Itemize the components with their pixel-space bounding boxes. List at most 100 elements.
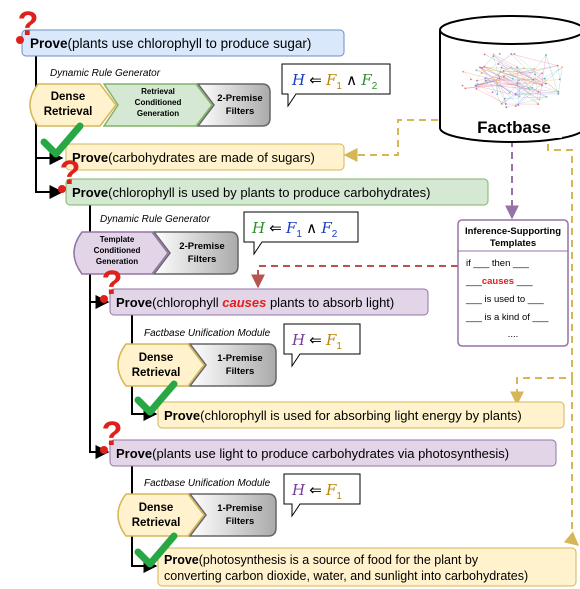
graph-edge xyxy=(501,98,506,105)
graph-node xyxy=(478,66,481,69)
graph-node xyxy=(481,66,484,69)
graph-node xyxy=(510,53,513,55)
graph-node xyxy=(541,72,544,75)
graph-node xyxy=(486,81,488,84)
svg-text:Prove(plants use chlorophyll t: Prove(plants use chlorophyll to produce … xyxy=(30,36,311,51)
graph-node xyxy=(491,91,494,94)
graph-node xyxy=(461,84,464,87)
graph-node xyxy=(561,66,564,68)
module-drg1-s2-l1: Retrieval xyxy=(141,87,175,96)
module-drg1-s1-l2: Retrieval xyxy=(44,106,93,118)
graph-edge xyxy=(517,82,546,84)
graph-node xyxy=(500,66,503,69)
graph-node xyxy=(480,72,483,74)
svg-text:H ⇐ F1: H ⇐ F1 xyxy=(291,481,342,502)
svg-text:H ⇐ F1 ∧ F2: H ⇐ F1 ∧ F2 xyxy=(291,71,378,92)
goal-sub3-prove: Prove xyxy=(116,446,152,461)
graph-edge xyxy=(484,66,539,105)
graph-node xyxy=(557,93,560,95)
graph-edge xyxy=(545,55,558,92)
graph-node xyxy=(537,90,540,93)
template-used-to: ___ is used to ___ xyxy=(465,294,544,305)
goal-fact1: Prove(carbohydrates are made of sugars) xyxy=(65,143,345,171)
graph-edge xyxy=(465,83,518,89)
formula-callout-fum1: H ⇐ F1 xyxy=(283,323,361,368)
graph-edge xyxy=(493,54,539,105)
goal-fact3-prove: Prove xyxy=(164,553,199,567)
graph-edge xyxy=(484,66,540,100)
module-drg2-stage1 xyxy=(73,231,169,275)
module-fum2-title: Factbase Unification Module xyxy=(144,478,271,489)
dashed-connectors xyxy=(251,119,580,546)
formula1-arrow: ⇐ xyxy=(305,72,326,89)
module-fum1: Factbase Unification Module Dense Retrie… xyxy=(117,328,277,387)
graph-node xyxy=(513,52,516,55)
goal-sub3-text: (plants use light to produce carbohydrat… xyxy=(152,446,509,461)
graph-node xyxy=(531,86,534,89)
graph-node xyxy=(534,73,536,76)
graph-node xyxy=(504,103,507,105)
graph-edge xyxy=(496,67,502,81)
formula2-f2-sub: 2 xyxy=(332,229,338,240)
formula3-f1: F xyxy=(325,331,337,349)
formula1-f2-sub: 2 xyxy=(372,81,378,92)
formula3-f1-sub: 1 xyxy=(336,341,342,352)
svg-text:?: ? xyxy=(102,415,123,453)
goal-fact1-text: (carbohydrates are made of sugars) xyxy=(108,150,315,165)
graph-edge xyxy=(476,88,506,105)
knowledge-graph-icon xyxy=(461,52,564,109)
goal-fact2: Prove(chlorophyll is used for absorbing … xyxy=(157,401,565,429)
module-drg1-s1-l1: Dense xyxy=(51,91,86,103)
graph-node xyxy=(532,78,535,81)
graph-node xyxy=(503,75,505,78)
formula4-h: H xyxy=(291,481,306,499)
goal-sub1-text: (chlorophyll is used by plants to produc… xyxy=(108,185,430,200)
module-drg2-s2-l1: 2-Premise xyxy=(179,241,224,252)
formula4-f1-sub: 1 xyxy=(336,491,342,502)
graph-node xyxy=(514,105,517,108)
graph-edge xyxy=(516,67,530,89)
graph-node xyxy=(462,70,465,73)
goal-sub3: Prove(plants use light to produce carboh… xyxy=(109,439,557,467)
module-drg2: Dynamic Rule Generator Template Conditio… xyxy=(73,214,239,275)
graph-edge xyxy=(519,88,530,97)
graph-edge xyxy=(517,67,534,80)
graph-node xyxy=(528,87,530,90)
formula4-f1: F xyxy=(325,481,337,499)
svg-text:?: ? xyxy=(60,154,81,192)
graph-edge xyxy=(484,54,534,80)
svg-text:Prove(carbohydrates are made o: Prove(carbohydrates are made of sugars) xyxy=(72,150,315,165)
question-icon-sub3: ? xyxy=(100,415,122,454)
graph-node xyxy=(518,95,521,98)
module-drg2-s1-l3: Generation xyxy=(96,257,138,266)
factbase-to-fact1-connector xyxy=(343,119,438,162)
graph-node xyxy=(545,54,547,56)
graph-edge xyxy=(496,83,507,105)
graph-node xyxy=(476,83,479,85)
formula2-arrow: ⇐ xyxy=(265,220,286,237)
graph-node xyxy=(514,93,517,96)
check-icon-fact2 xyxy=(134,380,178,416)
formula2-h: H xyxy=(251,219,266,237)
formula4-arrow: ⇐ xyxy=(305,482,326,499)
goal-sub2: Prove(chlorophyll causes plants to absor… xyxy=(109,288,429,316)
graph-edge xyxy=(475,80,497,86)
graph-node xyxy=(518,79,520,82)
graph-edge xyxy=(515,87,533,107)
graph-node xyxy=(475,87,478,90)
templates-title-l2: Templates xyxy=(490,238,536,249)
graph-edge xyxy=(500,71,530,89)
graph-edge xyxy=(476,78,500,87)
factbase-cylinder: Factbase xyxy=(439,15,580,143)
goal-fact3: Prove(photosynthesis is a source of food… xyxy=(157,547,577,587)
graph-node xyxy=(517,104,520,107)
template-if-then: if ___ then ___ xyxy=(466,258,530,269)
module-fum1-stage1 xyxy=(117,343,205,387)
graph-edge xyxy=(503,70,543,74)
module-fum2-s2-l1: 1-Premise xyxy=(217,503,262,514)
formula3-h: H xyxy=(291,331,306,349)
graph-edge xyxy=(498,63,546,84)
goal-sub1-prove: Prove xyxy=(72,185,108,200)
templates-to-goal3-connector xyxy=(251,265,458,289)
graph-node xyxy=(502,70,505,72)
